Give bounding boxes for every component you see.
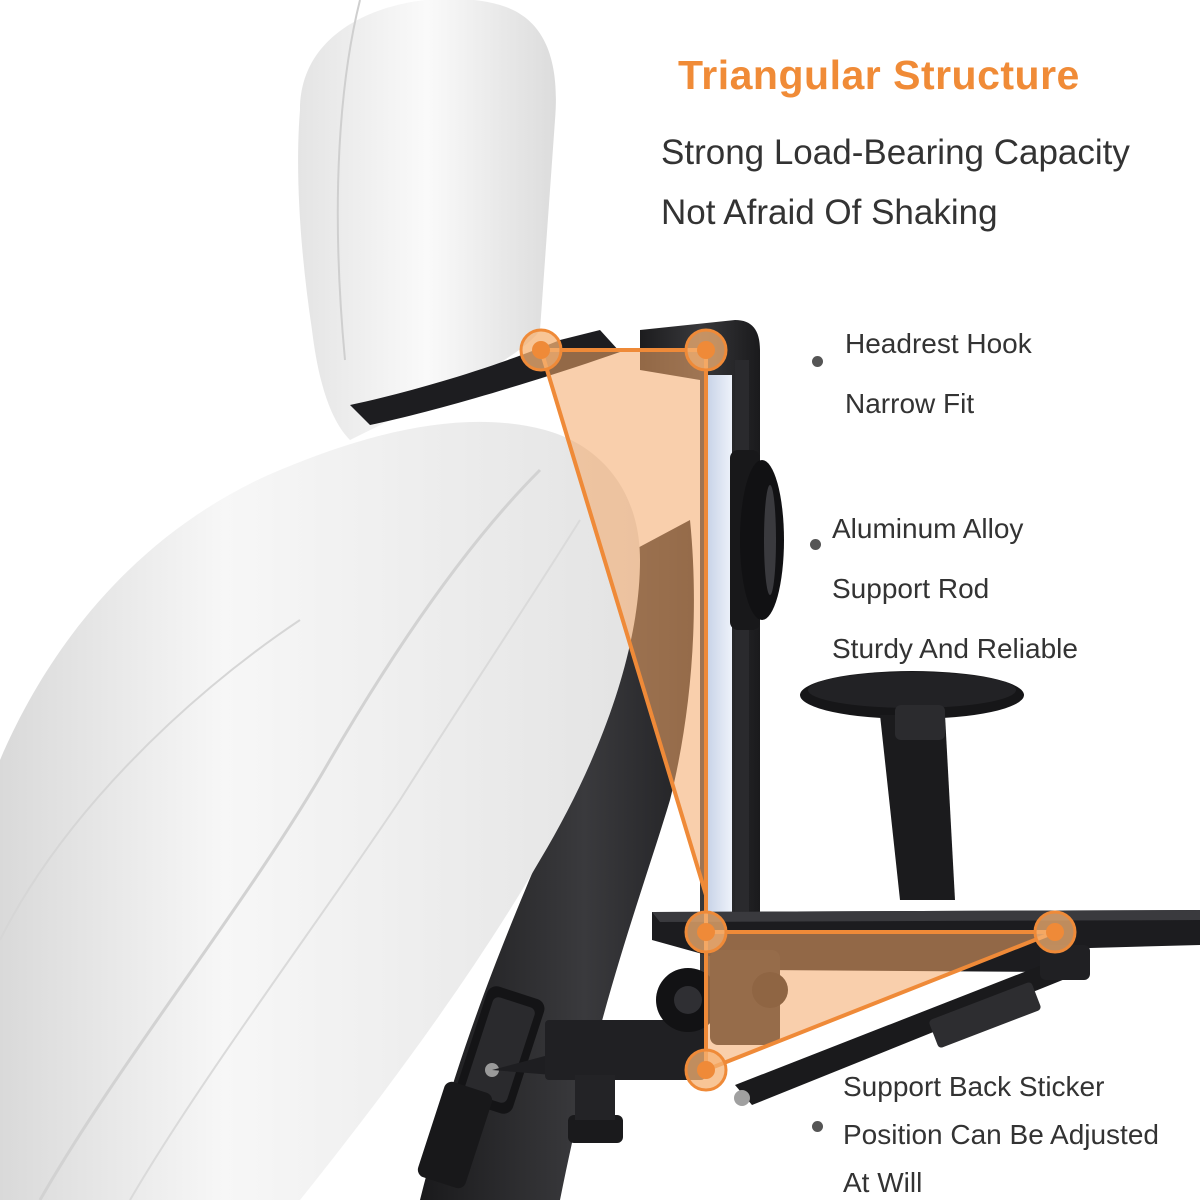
joint-headrest-left bbox=[519, 328, 563, 372]
bullet-dot bbox=[812, 1121, 823, 1132]
headrest-seam bbox=[336, 0, 361, 361]
seat-seam bbox=[38, 468, 542, 1200]
callout-line: Support Rod bbox=[832, 573, 990, 604]
bullet-dot bbox=[812, 356, 823, 367]
cup-holder-inner bbox=[808, 672, 1016, 708]
seat-seam-3 bbox=[0, 619, 301, 941]
strut-sleeve bbox=[929, 982, 1041, 1048]
headrest bbox=[298, 0, 556, 440]
diagonal-strut bbox=[735, 958, 1075, 1105]
strut-pivot-bottom bbox=[734, 1090, 750, 1106]
back-sticker-pad bbox=[465, 997, 535, 1103]
callout-line: Aluminum Alloy bbox=[832, 513, 1024, 544]
callout-line: Headrest Hook bbox=[845, 328, 1032, 359]
knob bbox=[740, 460, 784, 620]
joint-bottom bbox=[684, 1048, 728, 1092]
subheading-shaking: Not Afraid Of Shaking bbox=[661, 193, 998, 232]
headline: Triangular Structure bbox=[678, 52, 1080, 98]
knob-highlight bbox=[764, 485, 776, 595]
seat-seam-2 bbox=[129, 519, 581, 1200]
hinge-wheel-left-core bbox=[674, 986, 702, 1014]
tray-top bbox=[652, 910, 1200, 922]
arm-riser bbox=[575, 1075, 615, 1120]
arm-block bbox=[545, 1020, 705, 1080]
support-rod-strip bbox=[708, 375, 732, 935]
joint-tray-right bbox=[1033, 910, 1077, 954]
cup-holder-hinge bbox=[895, 705, 945, 740]
joint-tray-left bbox=[684, 910, 728, 954]
joint-headrest-right bbox=[684, 328, 728, 372]
back-sticker-base bbox=[417, 1081, 493, 1189]
bullet-dot bbox=[810, 539, 821, 550]
callout-line: Support Back Sticker bbox=[843, 1071, 1105, 1102]
strut-bracket bbox=[1040, 945, 1090, 980]
subheading-load: Strong Load-Bearing Capacity bbox=[661, 133, 1130, 172]
callout-line: At Will bbox=[843, 1167, 923, 1198]
cup-holder-stem bbox=[880, 715, 955, 900]
seat-back-front bbox=[0, 421, 640, 1200]
foot-pad bbox=[568, 1115, 623, 1143]
callout-line: Sturdy And Reliable bbox=[832, 633, 1078, 664]
callout-line: Position Can Be Adjusted bbox=[843, 1119, 1159, 1150]
callout-line: Narrow Fit bbox=[845, 388, 975, 419]
